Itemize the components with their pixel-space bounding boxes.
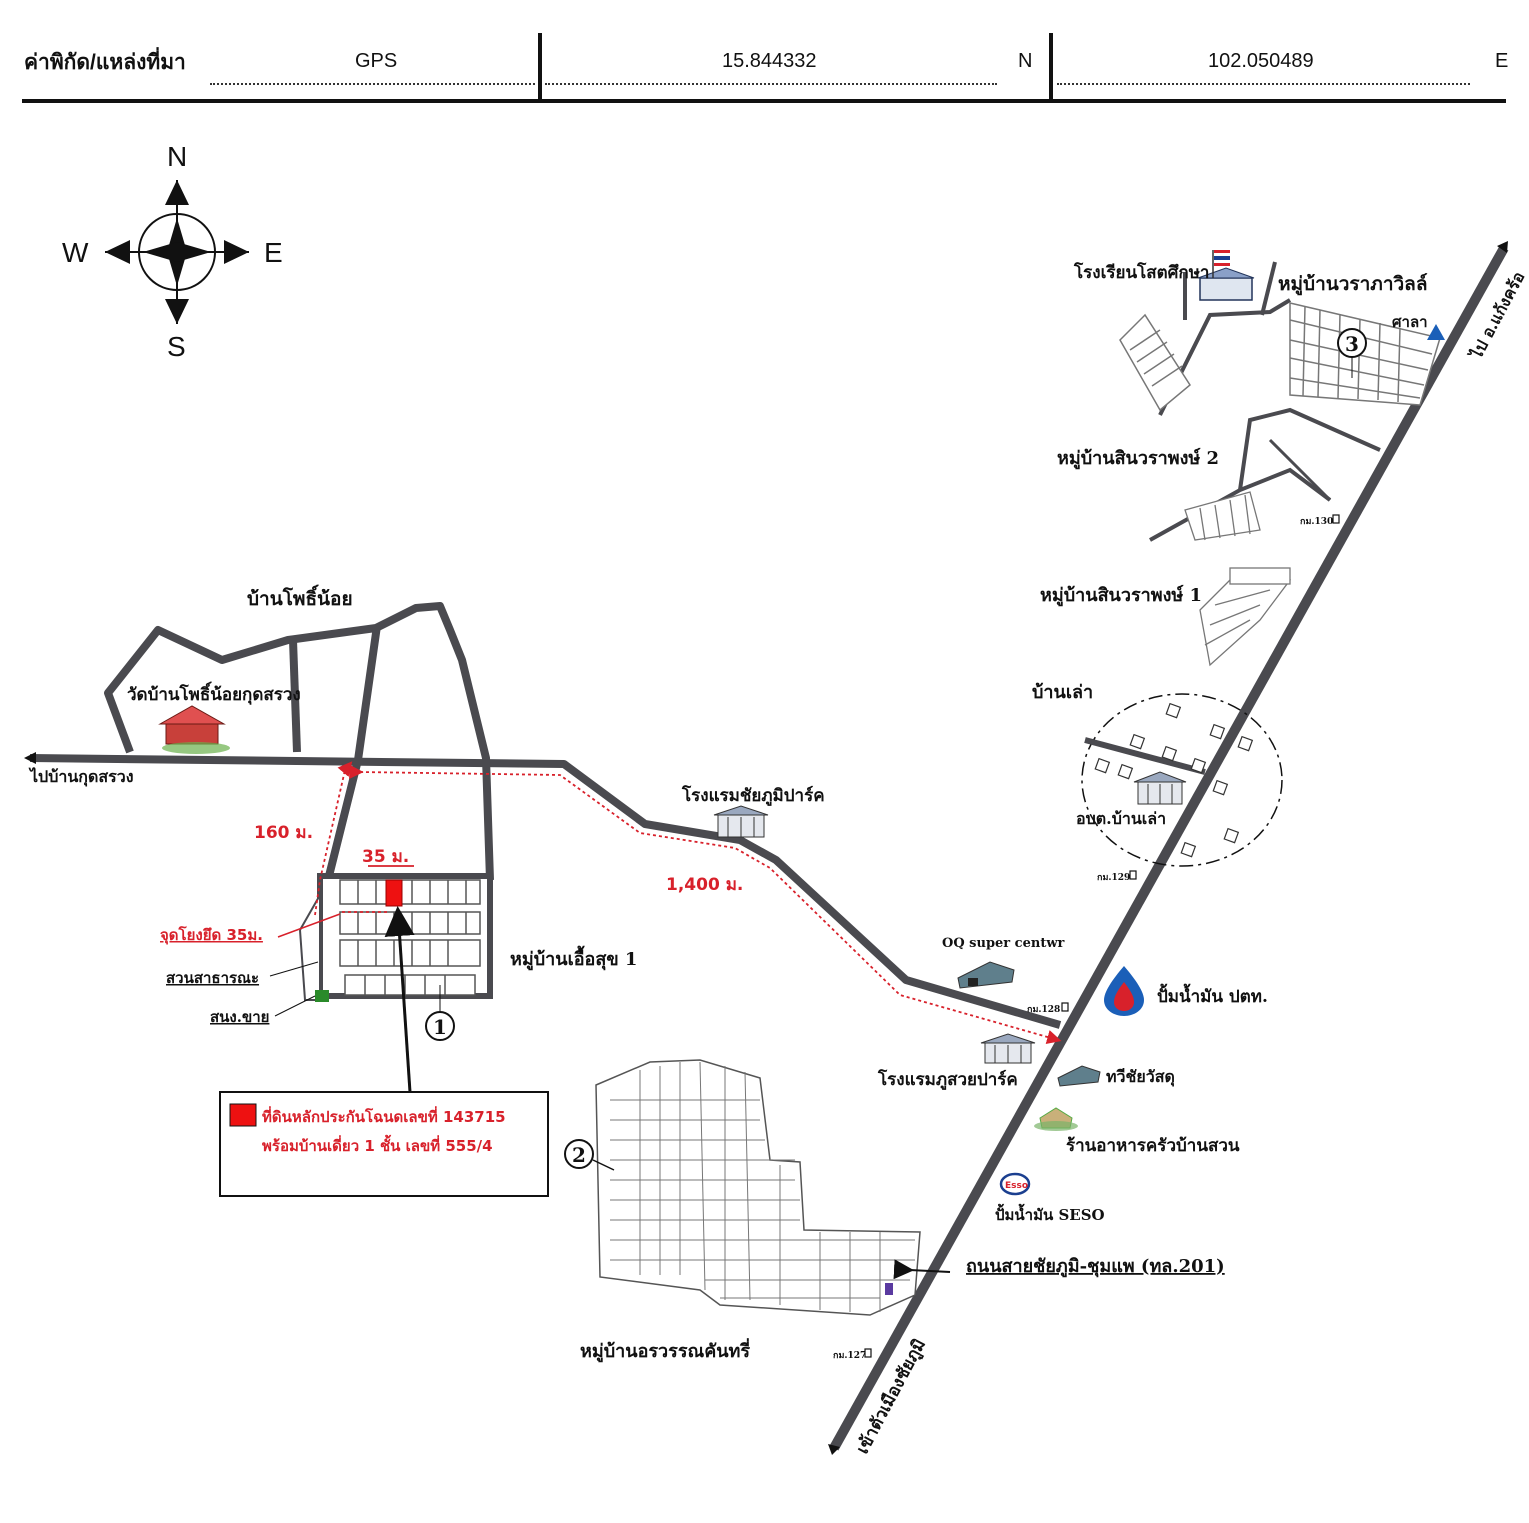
coord-source: GPS — [355, 50, 398, 72]
obt-ban-lao-label: อบต.บ้านเล่า — [1076, 809, 1166, 828]
ptt-label: ปั้มน้ำมัน ปตท. — [1157, 983, 1268, 1007]
compass-s: S — [167, 331, 186, 362]
thawi-label: ทวีชัยวัสดุ — [1106, 1067, 1175, 1087]
north-villages-plan — [1119, 261, 1441, 667]
latitude-value: 15.844332 — [722, 50, 817, 72]
km127-label: กม.127 — [833, 1351, 866, 1361]
latitude-direction: N — [1018, 50, 1033, 72]
compass-e: E — [264, 237, 283, 268]
hotel-phusuay-icon — [980, 1033, 1036, 1064]
ban-pho-noi-label: บ้านโพธิ์น้อย — [247, 584, 353, 610]
route-line — [314, 761, 1062, 1044]
longitude-value: 102.050489 — [1208, 50, 1314, 72]
restaurant-label: ร้านอาหารครัวบ้านสวน — [1066, 1136, 1240, 1156]
village-sinwara1-label: หมู่บ้านสินวราพงษ์ 1 — [1040, 584, 1202, 607]
marker-1-label: 1 — [433, 1015, 447, 1039]
sales-office-icon — [315, 990, 329, 1002]
km-post-icon — [1129, 870, 1137, 880]
compass-rose-icon: N S E W — [62, 141, 283, 362]
village-1-plan — [299, 873, 493, 1093]
to-kut-suang-label: ไปบ้านกุดสรวง — [28, 767, 134, 787]
coordinate-header: ค่าพิกัด/แหล่งที่มา GPS 15.844332 N 102.… — [0, 0, 1529, 105]
coord-label: ค่าพิกัด/แหล่งที่มา — [24, 51, 186, 74]
km-post-icon — [864, 1348, 872, 1358]
ptt-icon — [1104, 966, 1144, 1016]
esso-label: ปั้มน้ำมัน SESO — [995, 1203, 1105, 1224]
oq-label: OQ super centwr — [942, 936, 1065, 951]
to-kaengkhro-label: ไป อ.แก้งคร้อ — [1466, 268, 1529, 363]
marker-2: 2 — [564, 1139, 615, 1171]
divider — [538, 33, 542, 101]
sales-office-label: สนง.ขาย — [210, 1008, 269, 1026]
obt-building-icon — [1133, 771, 1187, 805]
header-rule — [22, 99, 1506, 103]
distance-35-label: 35 ม. — [362, 847, 409, 867]
svg-text:Esso: Esso — [1005, 1181, 1028, 1191]
collateral-plot — [385, 879, 403, 907]
compass-n: N — [167, 141, 187, 172]
legend-line-2: พร้อมบ้านเดี่ยว 1 ชั้น เลขที่ 555/4 — [262, 1134, 493, 1155]
village-3-label: หมู่บ้านวราภาวิลล์ — [1278, 273, 1427, 296]
dotted-line — [1057, 83, 1470, 85]
village-sinwara2-label: หมู่บ้านสินวราพงษ์ 2 — [1057, 447, 1219, 470]
ban-lao-label: บ้านเล่า — [1032, 682, 1093, 703]
distance-1400-label: 1,400 ม. — [666, 875, 743, 895]
school-icon — [1197, 250, 1255, 301]
village-1-label: หมู่บ้านเอื้อสุข 1 — [510, 945, 637, 971]
warehouse-thawi-icon — [1057, 1065, 1101, 1087]
distance-160-label: 160 ม. — [254, 823, 313, 843]
hotel-park-label: โรงแรมชัยภูมิปาร์ค — [681, 785, 825, 807]
warehouse-oq-icon — [957, 961, 1015, 989]
marker-3-label: 3 — [1345, 332, 1359, 356]
dotted-line — [545, 83, 997, 85]
km129-label: กม.129 — [1097, 873, 1130, 883]
sala-icon — [1427, 324, 1445, 340]
park-label: สวนสาธารณะ — [166, 969, 259, 987]
hotel-phusuay-label: โรงแรมภูสวยปาร์ค — [877, 1069, 1018, 1091]
km-post-icon — [1332, 514, 1340, 524]
longitude-direction: E — [1495, 50, 1509, 72]
legend-box: ที่ดินหลักประกันโฉนดเลขที่ 143715 พร้อมบ… — [219, 1091, 549, 1197]
highway-201 — [828, 241, 1509, 1455]
km130-label: กม.130 — [1300, 517, 1333, 527]
marker-1: 1 — [425, 985, 455, 1041]
restaurant-icon — [1034, 1107, 1078, 1131]
compass-w: W — [62, 237, 89, 268]
km128-label: กม.128 — [1027, 1005, 1060, 1015]
legend-line-1: ที่ดินหลักประกันโฉนดเลขที่ 143715 — [262, 1106, 506, 1126]
village-2-label: หมู่บ้านอรวรรณคันทรี่ — [580, 1338, 750, 1363]
wat-label: วัดบ้านโพธิ์น้อยกุดสรวง — [127, 681, 301, 705]
road-name-label: ถนนสายชัยภูมิ-ชุมแพ (ทล.201) — [966, 1256, 1225, 1278]
sala-label: ศาลา — [1392, 313, 1428, 331]
km-post-icon — [1061, 1002, 1069, 1012]
junction-label: จุดโยงยึด 35ม. — [160, 925, 263, 945]
esso-icon: Esso — [999, 1172, 1031, 1196]
school-label: โรงเรียนโสตศึกษา — [1073, 262, 1209, 283]
temple-icon — [158, 705, 230, 754]
village-2-plan — [595, 1059, 951, 1316]
hotel-park-icon — [713, 805, 769, 838]
marker-3: 3 — [1337, 328, 1367, 378]
divider — [1049, 33, 1053, 101]
dotted-line — [210, 83, 535, 85]
ban-lao-area — [1081, 693, 1283, 867]
marker-2-label: 2 — [572, 1143, 586, 1167]
